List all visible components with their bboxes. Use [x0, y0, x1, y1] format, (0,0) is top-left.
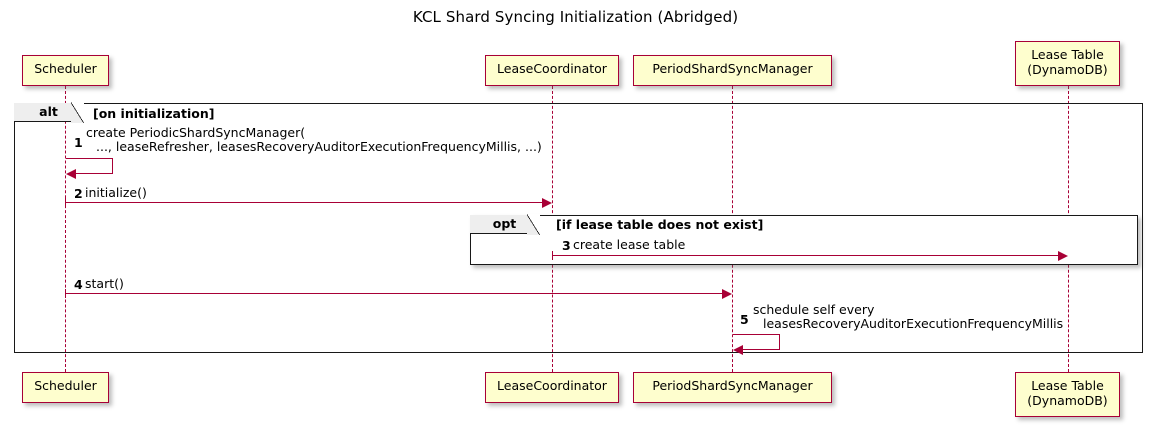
fragment-opt-condition: [if lease table does not exist] [556, 217, 764, 232]
participant-lease-table-top[interactable]: Lease Table (DynamoDB) [1015, 41, 1120, 86]
message-1-self-bottom [76, 173, 113, 174]
participant-lease-coordinator-top[interactable]: LeaseCoordinator [485, 55, 619, 86]
fragment-opt-operator: opt [492, 216, 517, 231]
message-1-number: 1 [74, 135, 83, 150]
participant-period-shard-sync-manager-top[interactable]: PeriodShardSyncManager [633, 55, 832, 86]
message-2-number: 2 [74, 186, 83, 201]
fragment-alt-frame [14, 103, 1143, 353]
participant-period-shard-sync-manager-bottom[interactable]: PeriodShardSyncManager [633, 372, 832, 403]
message-4-label: start() [85, 276, 124, 291]
participant-period-shard-sync-manager-top-label: PeriodShardSyncManager [652, 61, 813, 76]
message-5-self-top [733, 334, 780, 335]
message-2-label: initialize() [85, 185, 147, 200]
participant-lease-table-bottom-label-line-2: (DynamoDB) [1027, 393, 1108, 408]
participant-lease-coordinator-bottom-label: LeaseCoordinator [497, 378, 607, 393]
message-2-line [65, 202, 543, 203]
fragment-alt-operator: alt [39, 104, 58, 119]
message-3-label: create lease table [573, 237, 686, 252]
fragment-opt-tab-corner [527, 214, 540, 235]
participant-scheduler-top[interactable]: Scheduler [22, 55, 109, 86]
message-1-label-line-2: ..., leaseRefresher, leasesRecoveryAudit… [96, 139, 542, 154]
message-1-label-line-1: create PeriodicShardSyncManager( [86, 125, 306, 140]
message-5-self-bottom [743, 349, 780, 350]
message-3-arrowhead [1058, 251, 1068, 261]
message-5-self-box [733, 334, 780, 350]
participant-lease-table-top-label-line-1: Lease Table [1031, 47, 1104, 62]
message-2-arrowhead [542, 198, 552, 208]
message-4-line [65, 293, 723, 294]
message-5-number: 5 [740, 312, 749, 327]
message-4-arrowhead [722, 289, 732, 299]
fragment-opt-tab: opt [470, 214, 540, 235]
participant-scheduler-bottom[interactable]: Scheduler [22, 372, 109, 403]
message-4-number: 4 [74, 277, 83, 292]
message-1-arrowhead [66, 169, 76, 179]
message-5-label-line-2: leasesRecoveryAuditorExecutionFrequencyM… [763, 316, 1064, 331]
message-5-arrowhead [733, 345, 743, 355]
fragment-alt-condition: [on initialization] [93, 106, 215, 121]
participant-scheduler-top-label: Scheduler [34, 61, 97, 76]
participant-period-shard-sync-manager-bottom-label: PeriodShardSyncManager [652, 378, 813, 393]
diagram-title: KCL Shard Syncing Initialization (Abridg… [412, 8, 739, 26]
message-5-label-line-1: schedule self every [753, 302, 875, 317]
message-3-line [552, 255, 1059, 256]
message-3-number: 3 [562, 238, 571, 253]
fragment-opt-frame [470, 215, 1138, 265]
lifeline-scheduler [65, 86, 66, 372]
participant-lease-table-bottom[interactable]: Lease Table (DynamoDB) [1015, 372, 1120, 417]
participant-lease-table-bottom-label-line-1: Lease Table [1031, 378, 1104, 393]
message-1-self-top [66, 158, 113, 159]
fragment-alt-tab: alt [14, 102, 84, 123]
participant-lease-table-top-label-line-2: (DynamoDB) [1027, 62, 1108, 77]
participant-scheduler-bottom-label: Scheduler [34, 378, 97, 393]
message-1-self-box [66, 158, 113, 174]
participant-lease-coordinator-bottom[interactable]: LeaseCoordinator [485, 372, 619, 403]
fragment-alt-tab-corner [71, 102, 84, 123]
participant-lease-coordinator-top-label: LeaseCoordinator [497, 61, 607, 76]
